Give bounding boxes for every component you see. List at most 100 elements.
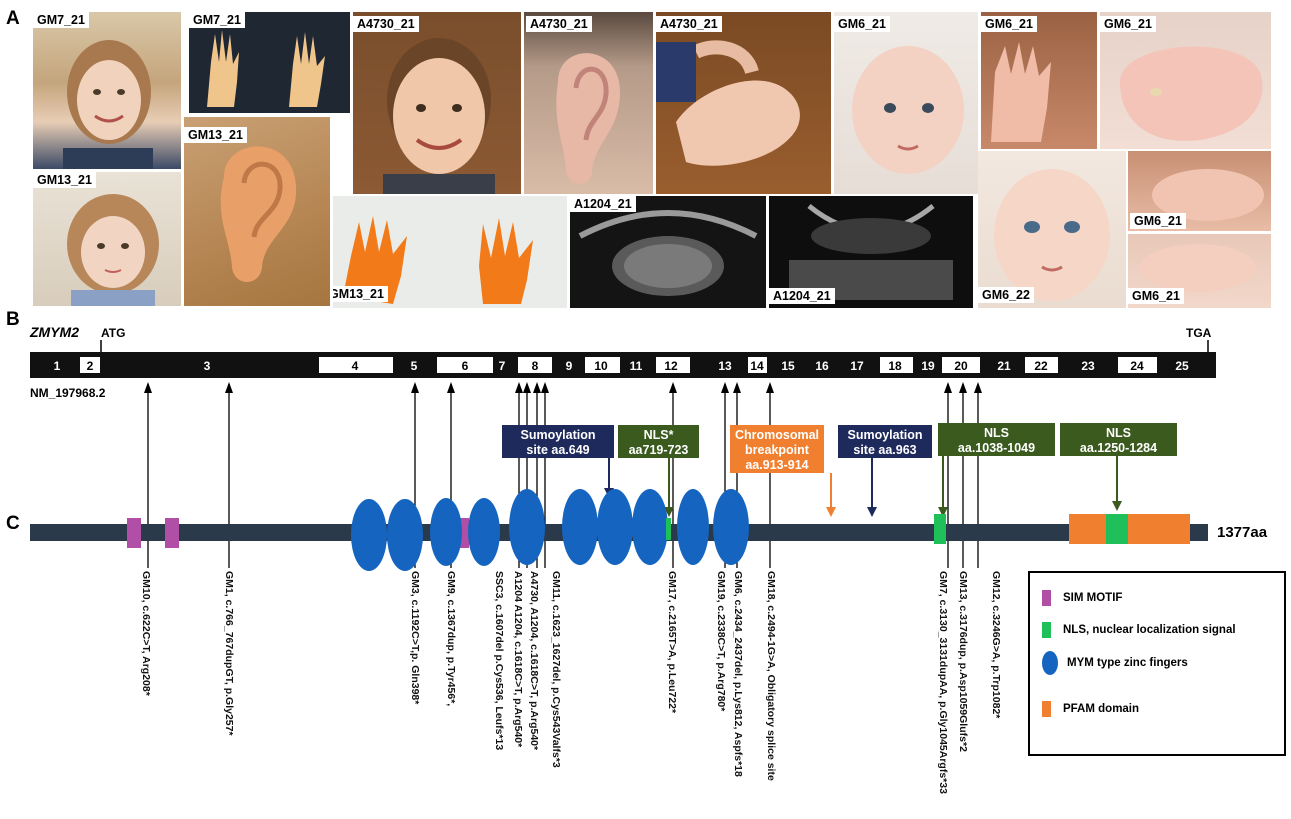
annotation-arrowhead [1112,501,1122,511]
legend: SIM MOTIF NLS, nuclear localization sign… [1028,571,1286,756]
legend-item-zinc-finger: MYM type zinc fingers [1042,651,1188,675]
zinc-finger [677,489,709,565]
exon-number: 17 [850,359,864,373]
legend-label: SIM MOTIF [1063,592,1122,604]
exon-number: 5 [411,359,418,373]
exon-number: 22 [1034,359,1048,373]
annotation-text: Chromosomal [735,428,819,442]
exon-number: 13 [718,359,732,373]
variant-label: GM6, c.2434_2437del, p.Lys812, Aspfs*18 [732,571,744,777]
variant-label: GM17, c.2165T>A, p.Leu722* [666,571,678,714]
zinc-finger [468,498,500,566]
zinc-finger [562,489,598,565]
annotation-text: aa.1250-1284 [1080,441,1157,455]
legend-label: MYM type zinc fingers [1067,657,1188,669]
variant-arrowhead [541,382,549,393]
variant-arrowhead [959,382,967,393]
annotation-text: aa.1038-1049 [958,441,1035,455]
zinc-finger [509,489,545,565]
exon-number: 19 [921,359,935,373]
variant-label: GM13, c.3176dup, p.Asp1059Glufs*2 [957,571,969,752]
exon-number: 6 [462,359,469,373]
annotation-arrowhead [826,507,836,517]
nls-marker [934,514,946,544]
variant-arrowhead [533,382,541,393]
variant-label: GM3, c.1192C>T,p. Gln398* [409,571,421,705]
annotation-text: aa719-723 [629,443,689,457]
variant-arrowhead [523,382,531,393]
exon-number: 16 [815,359,829,373]
variant-arrowhead [515,382,523,393]
variant-arrowhead [447,382,455,393]
exon-number: 2 [87,359,94,373]
annotation-text: Sumoylation [847,428,922,442]
variant-label: GM1, c.766_767dupGT, p.Gly257* [223,571,235,736]
exon-number: 8 [532,359,539,373]
legend-item-nls: NLS, nuclear localization signal [1042,622,1236,638]
gene-name: ZMYM2 [29,324,79,340]
variant-label: A1204 A1204, c.1618C>T, p.Arg540* [512,571,524,748]
stop-codon-label: TGA [1186,326,1212,340]
variant-label: GM12, c.3246G>A, p.Trp1082* [990,571,1002,719]
exon-number: 21 [997,359,1011,373]
annotation-text: breakpoint [745,443,810,457]
zinc-finger [351,499,387,571]
variant-label: GM10, c.622C>T, Arg208* [140,571,152,697]
annotation-arrowhead [867,507,877,517]
annotation-text: site aa.963 [853,443,916,457]
annotation-text: aa.913-914 [745,458,808,472]
transcript-label: NM_197968.2 [30,386,106,400]
annotation-text: NLS [1106,426,1131,440]
zinc-finger [430,498,462,566]
variant-arrowhead [225,382,233,393]
exon-number: 7 [499,359,506,373]
variant-label: A4730, A1204, c.1618C>T, p.Arg540* [528,571,540,751]
legend-label: NLS, nuclear localization signal [1063,624,1236,636]
zinc-finger [387,499,423,571]
zinc-finger [597,489,633,565]
nls-swatch [1042,622,1051,638]
exon-number: 3 [204,359,211,373]
exon-number: 24 [1130,359,1144,373]
exon-number: 15 [781,359,795,373]
variant-arrowhead [411,382,419,393]
annotation-text: NLS* [644,428,674,442]
exon-number: 12 [664,359,678,373]
variant-label: GM7, c.3130_3131dupAA, p.Gly1045Argfs*33 [937,571,949,794]
protein-length: 1377aa [1217,524,1268,541]
annotation-text: Sumoylation [520,428,595,442]
nls-marker [666,518,671,540]
exon-number: 4 [352,359,359,373]
sim-motif [127,518,141,548]
variant-label: SSC3, c.1607del p.Cys536, Leufs*13 [493,571,505,750]
exon-number: 25 [1175,359,1189,373]
variant-arrowhead [669,382,677,393]
variant-label: GM18, c.2494-1G>A, Obligatory splice sit… [765,571,777,781]
legend-label: PFAM domain [1063,703,1139,715]
start-codon-label: ATG [101,326,125,340]
pfam-swatch [1042,701,1051,717]
zinc-finger [632,489,668,565]
variant-label: GM9, c.1367dup, p.Tyr456*, [445,571,457,706]
variant-arrowhead [733,382,741,393]
legend-item-pfam: PFAM domain [1042,701,1139,717]
variant-label: GM19, c.2338C>T, p.Arg780* [715,571,727,712]
sim-motif [165,518,179,548]
exon-number: 9 [566,359,573,373]
variant-arrowhead [144,382,152,393]
exon-number: 23 [1081,359,1095,373]
sim-swatch [1042,590,1051,606]
variant-arrowhead [766,382,774,393]
variant-arrowhead [974,382,982,393]
exon-number: 14 [750,359,764,373]
exon-number: 10 [594,359,608,373]
exon-number: 1 [54,359,61,373]
variant-arrowhead [721,382,729,393]
nls-marker [1106,514,1128,544]
zinc-finger [713,489,749,565]
variant-label: GM11, c.1623_1627del, p.Cys543Valfs*3 [550,571,562,768]
zinc-finger-swatch [1042,651,1058,675]
variant-arrowhead [944,382,952,393]
annotation-text: NLS [984,426,1009,440]
annotation-text: site aa.649 [526,443,589,457]
